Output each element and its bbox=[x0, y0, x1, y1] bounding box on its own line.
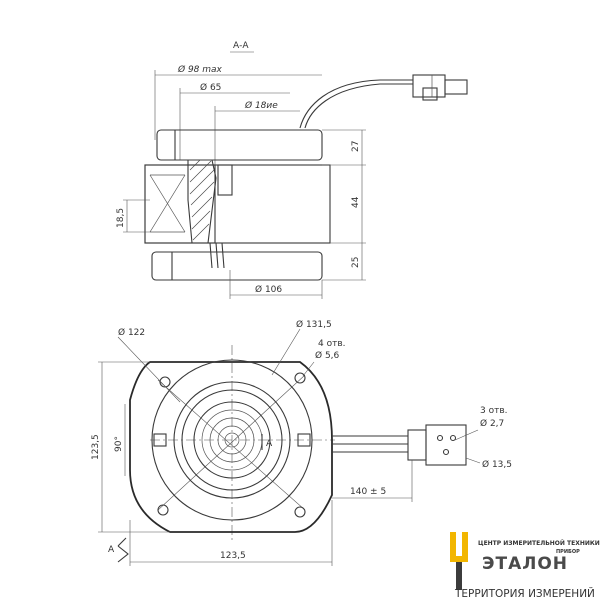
coil-ring-2 bbox=[209, 417, 255, 463]
contact-2 bbox=[449, 434, 457, 442]
logo-top-line: ЦЕНТР ИЗМЕРИТЕЛЬНОЙ ТЕХНИКИ bbox=[478, 539, 600, 547]
dim-98-max: Ø 98 max bbox=[177, 64, 223, 75]
leader-27 bbox=[454, 429, 479, 441]
holes-count-4: 4 отв. bbox=[318, 339, 346, 349]
dim-185: 18,5 bbox=[116, 208, 126, 228]
leader-1315 bbox=[271, 328, 301, 376]
etalon-logo: ЦЕНТР ИЗМЕРИТЕЛЬНОЙ ТЕХНИКИ ПРИБОР ЭТАЛО… bbox=[450, 532, 600, 600]
coil-ring-3 bbox=[217, 425, 247, 455]
leader-135 bbox=[465, 457, 481, 464]
hatched-section bbox=[187, 159, 217, 244]
inner-ring bbox=[181, 389, 283, 491]
mount-hole-tr bbox=[294, 372, 306, 384]
dim-width: 123,5 bbox=[220, 551, 246, 561]
connector-body bbox=[412, 74, 446, 98]
logo-small-word: ПРИБОР bbox=[556, 549, 580, 555]
arrow-marker: А bbox=[266, 439, 273, 449]
tab-left bbox=[153, 433, 167, 447]
bottom-flange bbox=[151, 251, 323, 281]
leader-56 bbox=[302, 361, 315, 377]
pin-1 bbox=[209, 242, 213, 269]
mount-hole-br bbox=[294, 506, 306, 518]
dim-1315: Ø 131,5 bbox=[296, 319, 332, 330]
pin-2 bbox=[215, 242, 219, 269]
tab-right bbox=[297, 433, 311, 447]
dim-25: 25 bbox=[351, 257, 361, 268]
mid-ring bbox=[173, 381, 291, 499]
dim-56: Ø 5,6 bbox=[315, 350, 340, 361]
dim-18: Ø 18ие bbox=[244, 100, 278, 111]
dim-106: Ø 106 bbox=[255, 284, 282, 295]
sensor-core bbox=[144, 164, 216, 244]
outer-ring bbox=[151, 359, 313, 521]
view-arrow-label: А bbox=[108, 545, 115, 555]
insert bbox=[217, 164, 233, 196]
dim-44: 44 bbox=[351, 196, 361, 208]
diag-line-1 bbox=[157, 379, 306, 511]
cable-outer bbox=[299, 79, 413, 129]
sensor-body bbox=[144, 164, 331, 244]
plan-view: А Ø 122 Ø 131,5 4 отв. Ø 5,6 3 отв. Ø 2,… bbox=[91, 319, 512, 566]
coil-diag-2 bbox=[149, 174, 186, 233]
plan-connector-body bbox=[425, 424, 467, 466]
cable bbox=[304, 83, 413, 129]
logo-bottom-line: ТЕРРИТОРИЯ ИЗМЕРЕНИЙ bbox=[454, 587, 595, 600]
plan-connector-sleeve bbox=[407, 429, 427, 461]
view-arrow bbox=[117, 537, 129, 563]
mount-hole-bl bbox=[157, 504, 169, 516]
logo-brand: ЭТАЛОН bbox=[482, 554, 568, 574]
hatching bbox=[189, 159, 215, 241]
coil-ring-4 bbox=[224, 432, 240, 448]
holes-count-3: 3 отв. bbox=[480, 406, 508, 416]
top-flange bbox=[156, 129, 323, 161]
mount-hole-tl bbox=[159, 376, 171, 388]
contact-3 bbox=[442, 448, 450, 456]
dim-140: 140 ± 5 bbox=[350, 487, 386, 497]
diag-line-2 bbox=[157, 374, 306, 511]
tuning-fork-icon bbox=[450, 532, 468, 590]
dim-height: 123,5 bbox=[91, 434, 101, 460]
base-plate bbox=[129, 361, 333, 533]
connector-latch bbox=[422, 87, 438, 101]
pin-3 bbox=[221, 242, 225, 269]
dim-122: Ø 122 bbox=[118, 327, 145, 338]
section-label: А-А bbox=[233, 41, 249, 51]
dim-27: 27 bbox=[351, 141, 361, 152]
dim-90: 90° bbox=[114, 436, 124, 452]
dim-65: Ø 65 bbox=[200, 82, 221, 93]
connector-plug bbox=[444, 79, 468, 95]
section-view: А-А Ø 98 max Ø 65 Ø 18ие bbox=[116, 41, 468, 299]
leader-122 bbox=[117, 336, 181, 403]
dim-135: Ø 13,5 bbox=[482, 459, 512, 470]
dim-27-hole: Ø 2,7 bbox=[480, 418, 504, 429]
coil-outer bbox=[193, 401, 271, 479]
contact-1 bbox=[436, 434, 444, 442]
